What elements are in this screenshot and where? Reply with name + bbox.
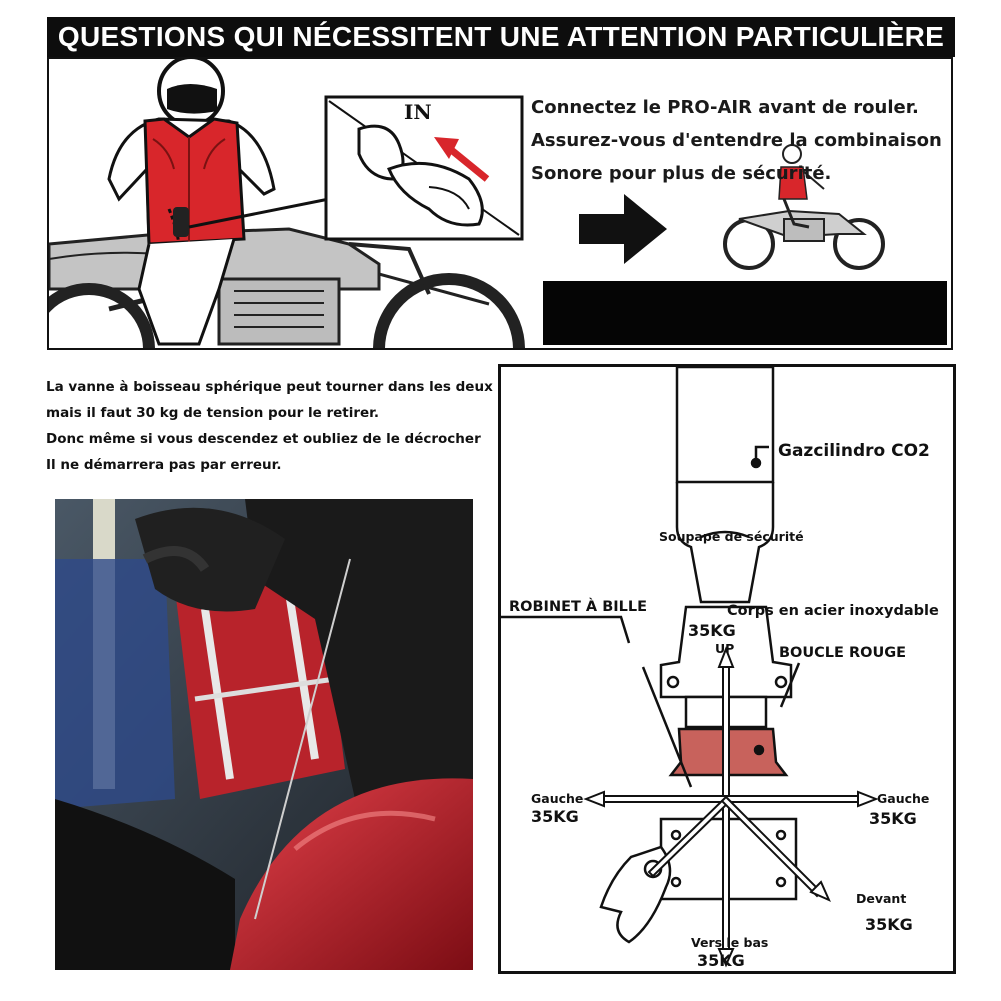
- label-front: Devant: [856, 891, 907, 906]
- valve-inset: IN: [324, 95, 524, 241]
- small-rider-on-bike: [723, 144, 885, 270]
- instruction-line-3: Sonore pour plus de sécurité.: [531, 163, 832, 184]
- label-kg-top: 35KG: [688, 621, 736, 640]
- label-left-kg: 35KG: [531, 807, 579, 826]
- label-down: Vers le bas: [691, 935, 769, 950]
- rider-illustration: IN: [49, 59, 885, 348]
- label-up: UP: [715, 641, 735, 656]
- rider-figure: [107, 59, 330, 346]
- label-red-buckle: BOUCLE ROUGE: [779, 645, 907, 661]
- page-title: QUESTIONS QUI NÉCESSITENT UNE ATTENTION …: [47, 17, 955, 57]
- note-line-4: Il ne démarrera pas par erreur.: [46, 457, 282, 473]
- tension-note: La vanne à boisseau sphérique peut tourn…: [46, 378, 538, 482]
- buckle-drawing: [501, 367, 879, 968]
- label-safety-valve: Soupape de sécurité: [659, 529, 804, 544]
- label-down-kg: 35KG: [697, 951, 745, 970]
- note-line-3: Donc même si vous descendez et oubliez d…: [46, 431, 481, 447]
- buckle-diagram: Gazcilindro CO2 Soupape de sécurité ROBI…: [498, 364, 956, 974]
- top-instruction-panel: IN Connectez le PRO-AIR avant de rouler.…: [47, 57, 953, 350]
- inset-in-label: IN: [404, 100, 432, 124]
- label-steel-body: Corps en acier inoxydable: [727, 603, 939, 619]
- instruction-line-1: Connectez le PRO-AIR avant de rouler.: [531, 97, 919, 118]
- note-line-1: La vanne à boisseau sphérique peut tourn…: [46, 379, 538, 395]
- label-right-kg: 35KG: [869, 809, 917, 828]
- instruction-line-2: Assurez-vous d'entendre la combinaison: [531, 130, 942, 151]
- note-line-2: mais il faut 30 kg de tension pour le re…: [46, 405, 380, 421]
- label-right: Gauche: [877, 791, 930, 806]
- label-front-kg: 35KG: [865, 915, 913, 934]
- label-left: Gauche: [531, 791, 584, 806]
- redaction-block: [543, 281, 947, 345]
- label-co2: Gazcilindro CO2: [778, 441, 930, 461]
- motorcycle-drawing: [49, 227, 525, 348]
- label-ball-valve: ROBINET À BILLE: [509, 599, 648, 615]
- arrow-right-icon: [579, 194, 667, 264]
- vest-photo: [55, 499, 473, 970]
